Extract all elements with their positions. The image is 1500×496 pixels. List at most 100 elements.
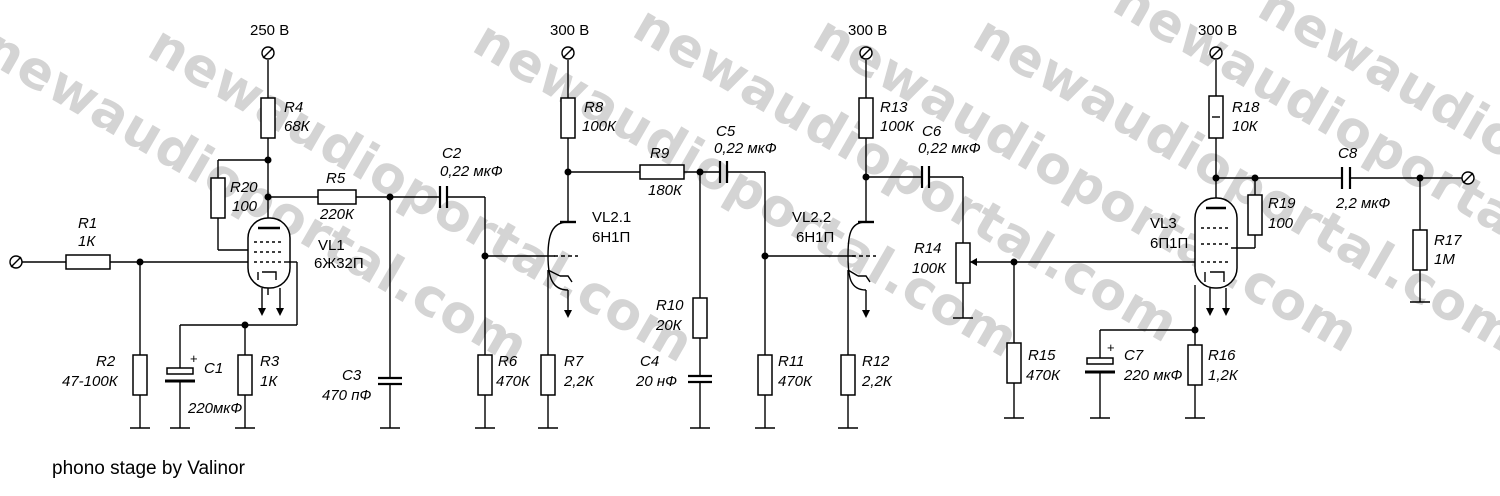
component-value: 1М <box>1434 251 1455 268</box>
junction-dot <box>1251 174 1259 182</box>
component-ref: C4 <box>640 353 659 370</box>
component-ref: R18 <box>1232 99 1260 116</box>
tube-type: 6П1П <box>1150 235 1188 252</box>
component-value: 20 нФ <box>635 373 677 390</box>
tube-type: 6Н1П <box>796 229 834 246</box>
resistor-r12 <box>840 354 856 396</box>
capacitor-c6 <box>920 166 931 188</box>
supply-terminal <box>261 46 275 60</box>
supply-label: 300 В <box>1198 22 1237 39</box>
component-ref: R14 <box>914 240 942 257</box>
component-ref: R10 <box>656 297 684 314</box>
resistor-r7 <box>540 354 556 396</box>
component-value: 100 <box>1268 215 1294 232</box>
capacitor-c8 <box>1340 167 1352 189</box>
capacitor-c5 <box>718 161 729 183</box>
component-ref: R5 <box>326 170 346 187</box>
component-ref: C2 <box>442 145 462 162</box>
tube-ref: VL2.2 <box>792 209 831 226</box>
svg-text:+: + <box>1107 340 1115 355</box>
resistor-r10 <box>692 297 708 339</box>
component-value: 2,2К <box>861 373 893 390</box>
labels: 250 В 300 В 300 В 300 В VL1 6Ж32П VL2.1 … <box>62 22 1462 417</box>
component-value: 1К <box>78 233 96 250</box>
component-ref: R12 <box>862 353 890 370</box>
resistor-r9 <box>639 164 685 180</box>
component-ref: R2 <box>96 353 116 370</box>
resistor-r20 <box>210 177 226 219</box>
resistor-r17 <box>1412 229 1428 271</box>
junction-dot <box>386 193 394 201</box>
resistor-r19 <box>1247 194 1263 236</box>
resistor-r16 <box>1187 344 1203 386</box>
junction-dot <box>264 193 272 201</box>
component-ref: C1 <box>204 360 223 377</box>
output-terminal <box>1461 171 1475 185</box>
credit-caption: phono stage by Valinor <box>52 458 245 479</box>
junction-dot <box>696 168 704 176</box>
potentiometer-r14 <box>955 242 977 284</box>
junction-dot <box>1010 258 1018 266</box>
tube-type: 6Ж32П <box>314 255 364 272</box>
component-value: 1К <box>260 373 278 390</box>
component-ref: C3 <box>342 367 362 384</box>
resistor-r3 <box>237 354 253 396</box>
capacitor-c2 <box>438 186 449 208</box>
tube-vl22-triode <box>847 220 876 318</box>
component-value: 1,2К <box>1208 367 1239 384</box>
resistor-r11 <box>757 354 773 396</box>
junction-dot <box>481 252 489 260</box>
component-ref: R8 <box>584 99 604 116</box>
junction-dot <box>564 168 572 176</box>
component-ref: R15 <box>1028 347 1056 364</box>
resistor-r1 <box>65 254 111 270</box>
component-value: 470К <box>778 373 813 390</box>
tube-vl21-triode <box>547 220 578 318</box>
component-value: 470К <box>1026 367 1061 384</box>
component-ref: R13 <box>880 99 908 116</box>
component-value: 47-100К <box>62 373 119 390</box>
component-value: 100К <box>582 118 617 135</box>
junction-dot <box>1191 326 1199 334</box>
component-ref: R4 <box>284 99 303 116</box>
capacitor-c7: + <box>1085 340 1115 374</box>
capacitors: + + <box>165 161 1352 386</box>
component-ref: C6 <box>922 123 942 140</box>
component-value: 100К <box>912 260 947 277</box>
tube-type: 6Н1П <box>592 229 630 246</box>
junction-dot <box>241 321 249 329</box>
tube-ref: VL1 <box>318 237 345 254</box>
component-ref: R20 <box>230 179 258 196</box>
component-value: 470К <box>496 373 531 390</box>
svg-text:+: + <box>190 351 198 366</box>
resistor-r6 <box>477 354 493 396</box>
resistors <box>65 95 1428 396</box>
component-value: 220мкФ <box>187 400 242 417</box>
supply-label: 250 В <box>250 22 289 39</box>
component-value: 220 мкФ <box>1123 367 1183 384</box>
component-value: 470 пФ <box>322 387 371 404</box>
supply-label: 300 В <box>848 22 887 39</box>
component-value: 220К <box>319 206 355 223</box>
resistor-r15 <box>1006 342 1022 384</box>
component-ref: R1 <box>78 215 97 232</box>
resistor-r13 <box>858 97 874 139</box>
component-value: 0,22 мкФ <box>714 140 777 157</box>
component-value: 10К <box>1232 118 1259 135</box>
supply-label: 300 В <box>550 22 589 39</box>
resistor-r2 <box>132 354 148 396</box>
supply-terminal <box>859 46 873 60</box>
resistor-r18 <box>1208 95 1224 139</box>
component-value: 2,2К <box>563 373 595 390</box>
junction-dot <box>136 258 144 266</box>
component-ref: R11 <box>778 353 804 370</box>
junctions <box>136 156 1424 334</box>
component-value: 100 <box>232 198 258 215</box>
junction-dot <box>1212 174 1220 182</box>
capacitor-c4 <box>688 374 712 384</box>
component-ref: C7 <box>1124 347 1144 364</box>
supply-terminal <box>561 46 575 60</box>
junction-dot <box>761 252 769 260</box>
tube-ref: VL3 <box>1150 215 1177 232</box>
